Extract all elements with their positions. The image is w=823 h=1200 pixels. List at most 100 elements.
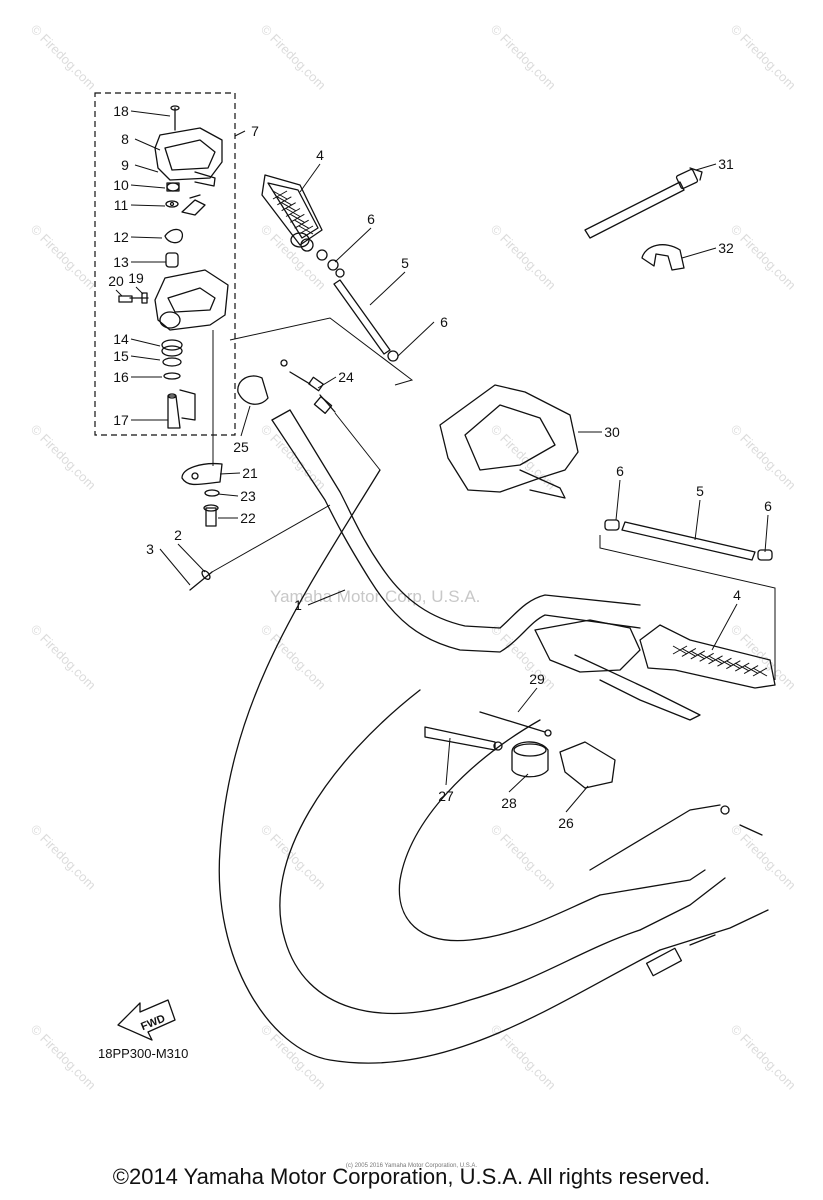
hatch-line <box>290 213 305 223</box>
leader-6 <box>764 514 769 553</box>
leader-4 <box>711 603 738 651</box>
leader-24 <box>317 376 337 389</box>
leader-10 <box>130 184 166 189</box>
small-parts <box>164 182 206 268</box>
callout-6: 6 <box>764 498 772 514</box>
leader-28 <box>508 773 529 793</box>
callout-26: 26 <box>558 815 574 831</box>
hatch-line <box>752 667 768 677</box>
bar-end-screw <box>189 504 331 591</box>
leader-6 <box>615 479 621 521</box>
callout-21: 21 <box>242 465 258 481</box>
callout-labels: 1234455666678910111213141516171819202122… <box>108 103 772 831</box>
leader-11 <box>130 204 166 207</box>
right-weight-rod <box>599 519 776 680</box>
leader-lines <box>115 110 769 813</box>
leader-19 <box>135 286 144 295</box>
leader-26 <box>565 785 589 813</box>
cable-tie <box>584 167 703 239</box>
copyright-small: (c) 2005 2016 Yamaha Motor Corporation, … <box>345 1163 478 1169</box>
hatch-line <box>672 645 688 655</box>
hatch-line <box>681 648 697 657</box>
callout-6: 6 <box>367 211 375 227</box>
fwd-arrow-icon: FWD <box>117 999 176 1041</box>
throttle-cable <box>229 317 414 471</box>
diagram-code: 18PP300-M310 <box>98 1046 189 1061</box>
watermark-tile: © Firedog.com <box>258 822 329 893</box>
callout-2: 2 <box>174 527 182 543</box>
hatch-line <box>726 660 741 670</box>
callout-16: 16 <box>113 369 129 385</box>
leader-2 <box>177 543 206 573</box>
callout-10: 10 <box>113 177 129 193</box>
clamp-parts <box>181 330 223 527</box>
callout-23: 23 <box>240 488 256 504</box>
washers-and-shaft <box>161 339 196 429</box>
watermark-tile: © Firedog.com <box>488 222 559 293</box>
grip-texture <box>272 190 314 235</box>
hatch-line <box>699 652 714 662</box>
hatch-line <box>277 196 292 206</box>
hatch-line <box>690 650 706 660</box>
rubber-boot <box>237 375 269 405</box>
hatch-line <box>717 657 732 667</box>
callout-29: 29 <box>529 671 545 687</box>
callout-7: 7 <box>251 123 259 139</box>
copyright: ©2014 Yamaha Motor Corporation, U.S.A. A… <box>112 1164 711 1189</box>
watermark-tile: © Firedog.com <box>28 422 99 493</box>
throttle-housing-cover <box>154 105 223 187</box>
leader-29 <box>517 687 538 713</box>
leader-8 <box>134 138 161 151</box>
leader-15 <box>130 355 161 361</box>
left-grip <box>261 174 345 278</box>
leader-3 <box>159 548 191 586</box>
callout-4: 4 <box>733 587 741 603</box>
callout-24: 24 <box>338 369 354 385</box>
leader-7 <box>234 130 246 137</box>
leader-5 <box>369 271 406 306</box>
callout-1: 1 <box>294 597 302 613</box>
leader-21 <box>219 472 241 475</box>
hatch-line <box>294 219 309 229</box>
leader-31 <box>695 163 717 171</box>
leader-25 <box>240 405 251 437</box>
watermark-tile: © Firedog.com <box>728 422 799 493</box>
callout-27: 27 <box>438 788 454 804</box>
watermark-tile: © Firedog.com <box>28 222 99 293</box>
watermark-tile: © Firedog.com <box>728 222 799 293</box>
leader-6 <box>334 227 372 263</box>
center-watermark: Yamaha Motor Corp, U.S.A. <box>270 587 480 606</box>
callout-6: 6 <box>440 314 448 330</box>
handlebar-cover <box>439 384 579 499</box>
callout-31: 31 <box>718 156 734 172</box>
callout-25: 25 <box>233 439 249 455</box>
callout-5: 5 <box>696 483 704 499</box>
watermark-tile: © Firedog.com <box>28 22 99 93</box>
leader-23 <box>217 493 239 497</box>
callout-8: 8 <box>121 131 129 147</box>
leader-18 <box>130 110 171 117</box>
cable-clip <box>641 244 685 271</box>
hatch-line <box>272 190 288 200</box>
leader-4 <box>299 163 321 193</box>
leader-32 <box>681 247 717 259</box>
callout-32: 32 <box>718 240 734 256</box>
callout-17: 17 <box>113 412 129 428</box>
watermark-tile: © Firedog.com <box>258 622 329 693</box>
control-cables <box>218 469 769 1064</box>
hatch-line <box>285 208 301 217</box>
callout-5: 5 <box>401 255 409 271</box>
callout-12: 12 <box>113 229 129 245</box>
callout-30: 30 <box>604 424 620 440</box>
hatch-line <box>734 662 750 672</box>
leader-6 <box>397 321 435 357</box>
callout-20: 20 <box>108 273 124 289</box>
callout-14: 14 <box>113 331 129 347</box>
leader-14 <box>130 338 161 347</box>
leader-12 <box>130 236 163 239</box>
watermark-tile: © Firedog.com <box>728 622 799 693</box>
callout-15: 15 <box>113 348 129 364</box>
watermark-tile: © Firedog.com <box>28 822 99 893</box>
callout-18: 18 <box>113 103 129 119</box>
